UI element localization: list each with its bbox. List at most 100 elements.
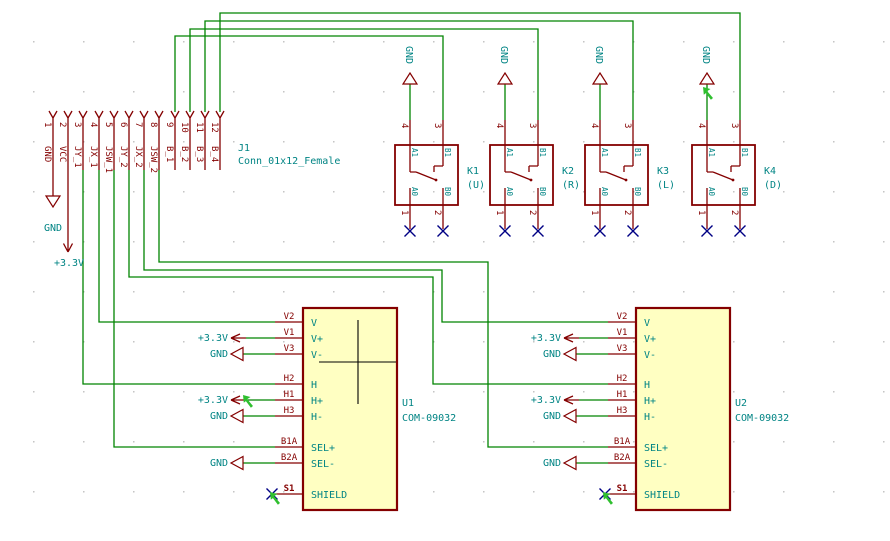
k2-noconnect-1-icon[interactable] xyxy=(499,225,511,237)
k3-noconnect-2-icon[interactable] xyxy=(627,225,639,237)
wire-b1-to-k1[interactable] xyxy=(174,35,444,120)
k1-body[interactable] xyxy=(394,144,459,206)
wire-jy2-to-u2-h[interactable] xyxy=(128,170,608,385)
joystick-u2[interactable]: V2 V1 V3 H2 H1 H3 B1A B2A S1 V V+ V- H H… xyxy=(531,306,789,512)
j1-pin7[interactable] xyxy=(139,110,149,170)
u2-gnd-flag-icon-1[interactable] xyxy=(562,346,577,362)
k3-body[interactable] xyxy=(584,144,649,206)
j1-power[interactable]: GND +3.3V xyxy=(44,170,84,269)
k2-noconnect-2-icon[interactable] xyxy=(532,225,544,237)
u1-body[interactable] xyxy=(301,306,399,512)
k1-reference[interactable]: K1 xyxy=(467,166,479,177)
k2-body[interactable] xyxy=(489,144,554,206)
k1-gnd-flag-icon[interactable] xyxy=(401,71,419,85)
u1-v33-arrow-icon-1[interactable] xyxy=(230,333,246,343)
k3-reference[interactable]: K3 xyxy=(657,166,669,177)
k4-direction[interactable]: (D) xyxy=(764,180,782,191)
j1-pin6-number: 6 xyxy=(118,122,128,127)
j1-pin9[interactable] xyxy=(170,110,180,170)
wire-jx2-to-u2-v[interactable] xyxy=(143,170,608,323)
j1-pin8[interactable] xyxy=(154,110,164,170)
j1-pin11-name: B_3 xyxy=(194,146,204,162)
j1-pin1-name: GND xyxy=(42,146,52,162)
k1-noconnect-2-icon[interactable] xyxy=(437,225,449,237)
erc-arrow-icon-u2-shield[interactable] xyxy=(603,492,613,505)
k4-pin-leads[interactable] xyxy=(706,120,741,229)
k4-gnd-flag-icon[interactable] xyxy=(698,71,716,85)
j1-pin4[interactable] xyxy=(94,110,104,170)
k4-pin1-number: 1 xyxy=(696,210,706,215)
j1-pin10-name: B_2 xyxy=(179,146,189,162)
k3-switch-symbol xyxy=(599,145,634,205)
u1-pin-h3: H3 xyxy=(284,406,295,416)
wire-b4-to-k4[interactable] xyxy=(219,12,741,120)
power-3v3-down-icon[interactable] xyxy=(62,170,74,253)
wire-jy1-to-u1-h[interactable] xyxy=(82,170,275,385)
wire-b3-to-k3[interactable] xyxy=(204,20,634,120)
k3-gnd-flag-icon[interactable] xyxy=(591,71,609,85)
wire-jsw2-to-u2-sel[interactable] xyxy=(158,170,608,448)
j1-pin10[interactable] xyxy=(185,110,195,170)
switch-k4[interactable]: 4 3 1 2 A1 B1 A0 B0 K4 (D) GND xyxy=(691,46,782,237)
u2-value[interactable]: COM-09032 xyxy=(735,413,789,424)
u1-value[interactable]: COM-09032 xyxy=(402,413,456,424)
u2-v33-arrow-icon-2[interactable] xyxy=(563,395,579,405)
switch-k2[interactable]: 4 3 1 2 A1 B1 A0 B0 K2 (R) GND xyxy=(489,46,580,237)
k1-direction[interactable]: (U) xyxy=(467,180,485,191)
u1-pinname-vminus: V- xyxy=(311,350,323,361)
u1-crosshair xyxy=(319,320,396,404)
k3-pin-leads[interactable] xyxy=(599,120,634,229)
j1-reference[interactable]: J1 xyxy=(238,143,250,154)
u2-pin-leads[interactable] xyxy=(608,321,636,495)
u2-gnd-flag-icon-3[interactable] xyxy=(562,455,577,471)
j1-pin11[interactable] xyxy=(200,110,210,170)
k3-direction[interactable]: (L) xyxy=(657,180,675,191)
j1-pin9-number: 9 xyxy=(164,122,174,127)
j1-pin6[interactable] xyxy=(124,110,134,170)
k3-contact-dot xyxy=(624,178,628,182)
k2-direction[interactable]: (R) xyxy=(562,180,580,191)
u1-reference[interactable]: U1 xyxy=(402,398,414,409)
u2-reference[interactable]: U2 xyxy=(735,398,747,409)
u1-gnd-flag-icon-1[interactable] xyxy=(229,346,244,362)
j1-pin11-number: 11 xyxy=(194,122,204,133)
switch-k1[interactable]: 4 3 1 2 A1 B1 A0 B0 K1 (U) GND xyxy=(394,46,485,237)
u1-gnd-flag-icon-2[interactable] xyxy=(229,408,244,424)
j1-pin12[interactable] xyxy=(215,110,225,170)
switch-k3[interactable]: 4 3 1 2 A1 B1 A0 B0 K3 (L) GND xyxy=(584,46,675,237)
erc-markers[interactable] xyxy=(243,87,713,505)
u2-gnd-flag-icon-2[interactable] xyxy=(562,408,577,424)
wire-jx1-to-u1-v[interactable] xyxy=(98,170,275,323)
erc-arrow-icon-u1-hplus[interactable] xyxy=(243,395,253,408)
j1-pin1[interactable] xyxy=(48,110,58,170)
j1-value[interactable]: Conn_01x12_Female xyxy=(238,156,340,167)
k4-pinname-a0: A0 xyxy=(707,187,716,197)
u1-pin-leads[interactable] xyxy=(275,321,303,495)
joystick-u1[interactable]: V2 V1 V3 H2 H1 H3 B1A B2A S1 V V+ V- H H… xyxy=(198,306,456,512)
u1-v33-arrow-icon-2[interactable] xyxy=(230,395,246,405)
gnd-flag-icon[interactable] xyxy=(44,195,62,209)
k2-pin-leads[interactable] xyxy=(504,120,539,229)
k3-noconnect-1-icon[interactable] xyxy=(594,225,606,237)
wire-jsw1-to-u1-sel[interactable] xyxy=(113,170,275,448)
k3-pin4-number: 4 xyxy=(589,123,599,128)
k4-body[interactable] xyxy=(691,144,756,206)
j1-pin3[interactable] xyxy=(78,110,88,170)
erc-arrow-icon-k4[interactable] xyxy=(703,87,713,100)
j1-pin5[interactable] xyxy=(109,110,119,170)
u1-gnd-flag-icon-3[interactable] xyxy=(229,455,244,471)
k4-reference[interactable]: K4 xyxy=(764,166,776,177)
k4-noconnect-1-icon[interactable] xyxy=(701,225,713,237)
k2-reference[interactable]: K2 xyxy=(562,166,574,177)
u2-v33-arrow-icon-1[interactable] xyxy=(563,333,579,343)
k1-pin-leads[interactable] xyxy=(409,120,444,229)
connector-j1[interactable]: 1 2 3 4 5 6 7 8 9 10 11 12 GND VCC JY_1 … xyxy=(42,110,340,173)
erc-arrow-icon-u1-shield[interactable] xyxy=(270,492,280,505)
j1-pin2[interactable] xyxy=(63,110,73,170)
k4-noconnect-2-icon[interactable] xyxy=(734,225,746,237)
k2-gnd-flag-icon[interactable] xyxy=(496,71,514,85)
k1-noconnect-1-icon[interactable] xyxy=(404,225,416,237)
wire-b2-to-k2[interactable] xyxy=(189,28,539,120)
u2-pin-h2: H2 xyxy=(617,374,628,384)
u2-body[interactable] xyxy=(634,306,732,512)
